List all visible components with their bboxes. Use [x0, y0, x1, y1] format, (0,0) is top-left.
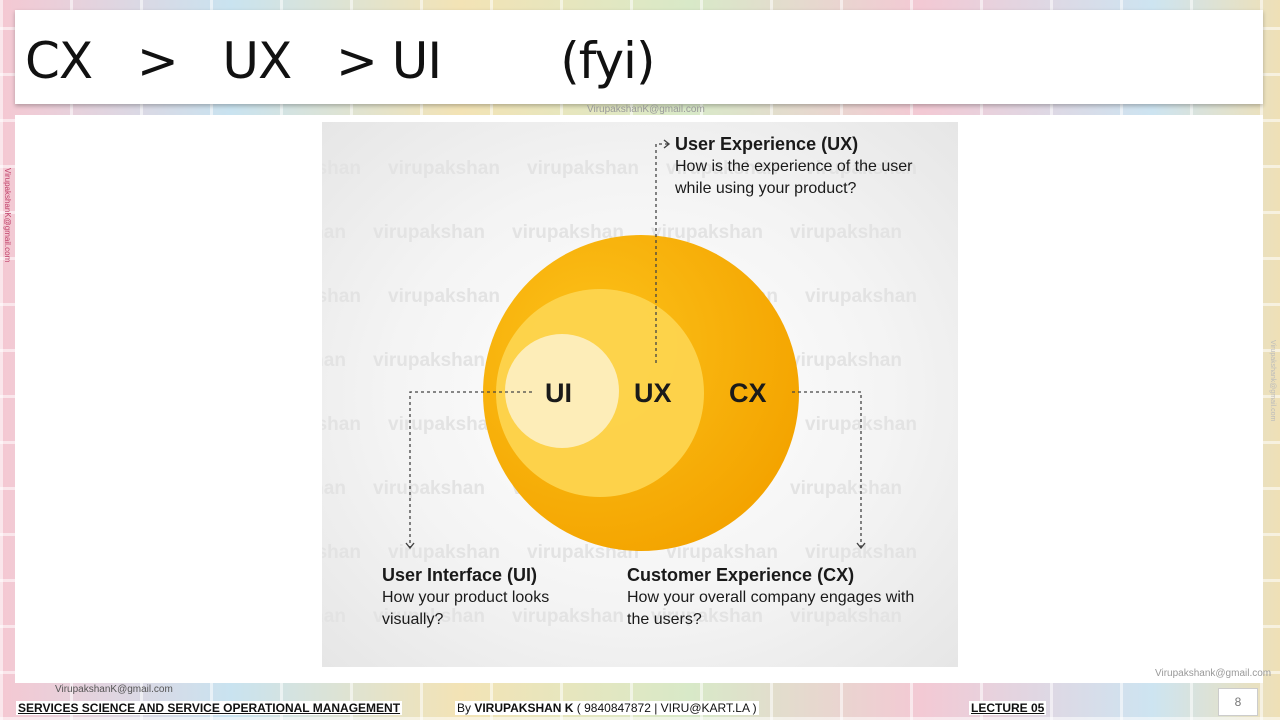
- watermark-text: virupakshan: [322, 158, 361, 179]
- watermark-text: virupakshan: [651, 222, 763, 243]
- watermark-text: virupakshan: [790, 478, 902, 499]
- footer-by-prefix: By: [457, 701, 475, 715]
- ux-circle-label: UX: [634, 378, 672, 408]
- watermark-text: virupakshan: [805, 286, 917, 307]
- watermark-text: virupakshan: [666, 542, 778, 563]
- watermark-text: virupakshan: [805, 542, 917, 563]
- cx-circle-label: CX: [729, 378, 767, 408]
- page-number: 8: [1218, 688, 1258, 716]
- slide-title-box: CX > UX > UI (fyi): [15, 10, 1263, 104]
- watermark-text: virupakshan: [373, 222, 485, 243]
- venn-circles-graphic: virupakshan virupakshan virupakshan virupak…: [322, 139, 917, 627]
- footer-author-name: VIRUPAKSHAN K: [474, 701, 574, 715]
- watermark-text: virupakshan: [373, 478, 485, 499]
- footer-course-title: SERVICES SCIENCE AND SERVICE OPERATIONAL…: [16, 701, 403, 715]
- watermark-text: virupakshan: [666, 158, 778, 179]
- ux-callout: User Experience (UX) How is the experien…: [675, 132, 915, 200]
- ux-callout-heading: User Experience (UX): [675, 134, 859, 154]
- corner-email-watermark: Virupakshank@gmail.com: [1155, 668, 1272, 679]
- ui-circle: [505, 334, 619, 448]
- side-email-watermark: VirupakshanK@gmail.com: [3, 168, 12, 263]
- ux-connector-line: [655, 143, 668, 363]
- watermark-text: virupakshan: [322, 478, 346, 499]
- watermark-text: virupakshan: [322, 286, 361, 307]
- watermark-text: virupakshan: [373, 350, 485, 371]
- ui-arrow-head: [405, 542, 415, 550]
- watermark-text: virupakshan: [512, 606, 624, 627]
- watermark-text: virupakshan: [373, 606, 485, 627]
- ui-circle-label: UI: [545, 378, 572, 408]
- ui-callout-body: How your product looks visually?: [382, 589, 550, 628]
- watermark-text: virupakshan: [527, 158, 639, 179]
- ux-callout-body: How is the experience of the user while …: [675, 158, 913, 197]
- watermark-text: virupakshan: [322, 606, 346, 627]
- cx-connector-line: [792, 391, 862, 547]
- footer-lecture-label: LECTURE 05: [969, 701, 1047, 715]
- watermark-text: virupakshan: [512, 222, 624, 243]
- watermark-text: virupakshan: [651, 606, 763, 627]
- watermark-text: virupakshan: [388, 158, 500, 179]
- watermark-text: virupakshan: [805, 414, 917, 435]
- ux-arrow-head: [663, 139, 671, 149]
- watermark-text: virupakshan: [790, 350, 902, 371]
- watermark-text: virupakshan: [322, 350, 346, 371]
- watermark-text: virupakshan: [322, 414, 361, 435]
- footer-author-info: By VIRUPAKSHAN K ( 9840847872 | VIRU@KAR…: [455, 701, 759, 715]
- watermark-text: virupakshan: [388, 542, 500, 563]
- figure-email-watermark: VirupakshanK@gmail.com: [587, 104, 705, 115]
- footer-contact: ( 9840847872 | VIRU@KART.LA ): [573, 701, 757, 715]
- cx-ux-ui-figure: virupakshan virupakshan virupakshan virupak…: [322, 104, 958, 667]
- watermark-text: virupakshan: [322, 222, 346, 243]
- watermark-text: virupakshan: [388, 414, 500, 435]
- watermark-text: virupakshan: [388, 286, 500, 307]
- cx-callout: Customer Experience (CX) How your overal…: [627, 563, 917, 631]
- watermark-text: virupakshan: [322, 542, 361, 563]
- cx-arrow-head: [856, 542, 866, 550]
- right-email-watermark: Virupakshank@gmail.com: [1269, 340, 1276, 422]
- watermark-text: virupakshan: [790, 606, 902, 627]
- cx-callout-heading: Customer Experience (CX): [627, 565, 855, 585]
- watermark-text: virupakshan: [790, 222, 902, 243]
- footer-email: VirupakshanK@gmail.com: [55, 684, 173, 695]
- ui-callout-heading: User Interface (UI): [382, 565, 538, 585]
- slide-title: CX > UX > UI (fyi): [25, 32, 655, 90]
- cx-callout-body: How your overall company engages with th…: [627, 589, 915, 628]
- watermark-text: virupakshan: [805, 158, 917, 179]
- ui-connector-line: [409, 391, 532, 547]
- ui-callout: User Interface (UI) How your product loo…: [382, 563, 582, 631]
